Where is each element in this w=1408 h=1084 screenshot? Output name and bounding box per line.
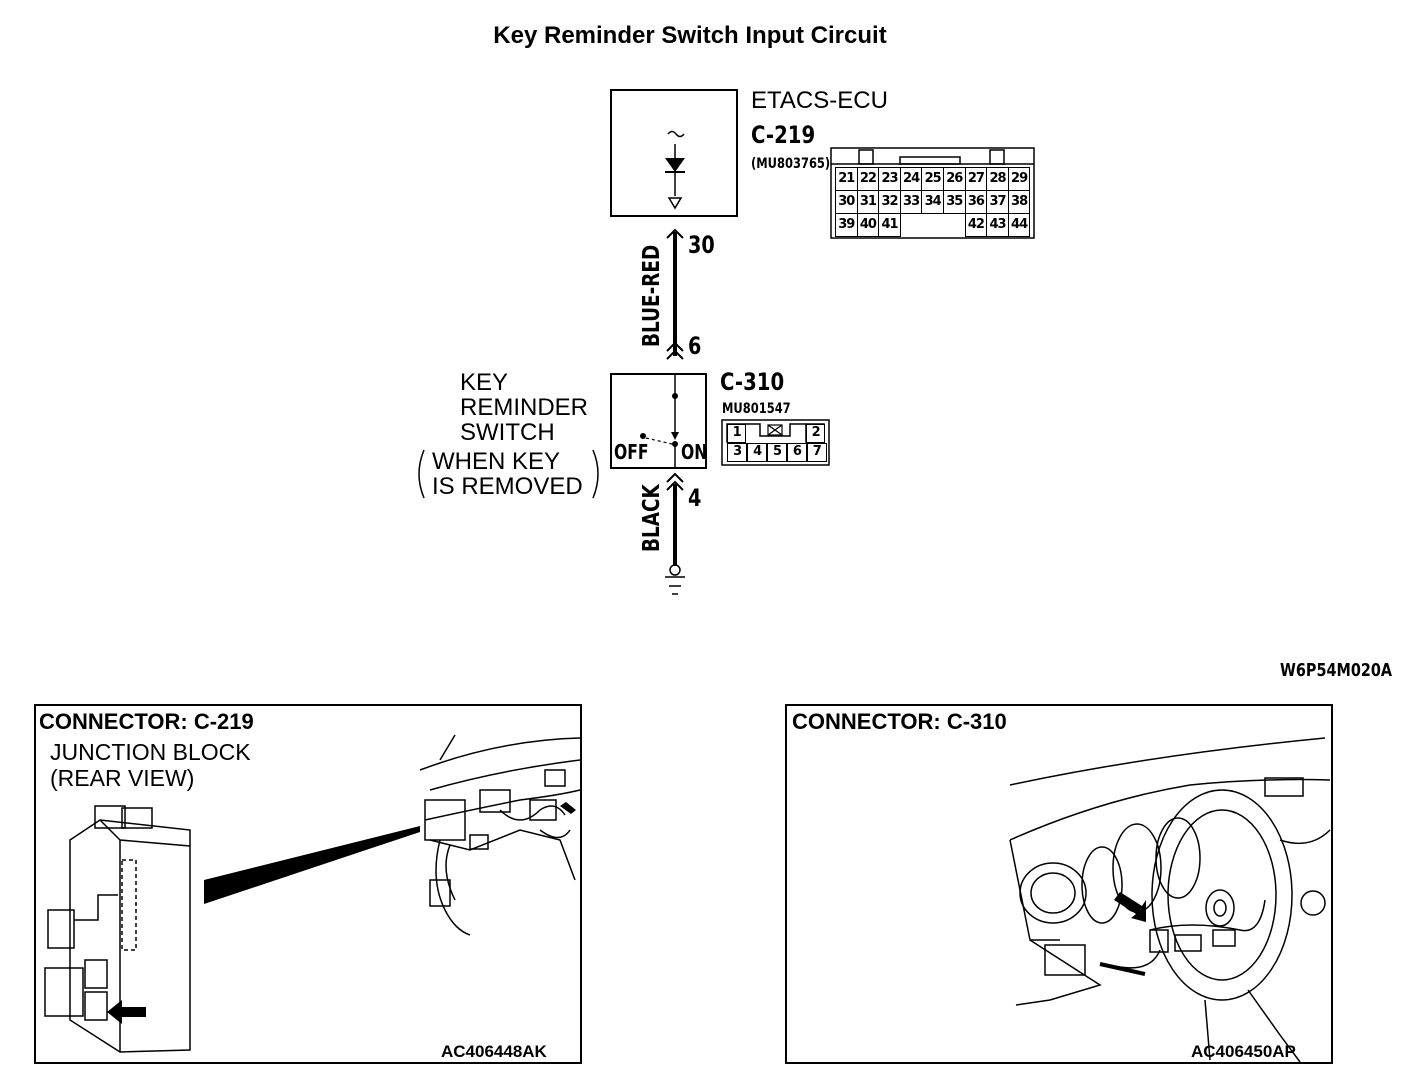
- panel-right-code: AC406450AP: [1191, 1042, 1296, 1061]
- panel-left-subtitle-line-1: JUNCTION BLOCK: [50, 739, 251, 765]
- switch-off-label: OFF: [614, 440, 649, 464]
- c310-pin-4: 4: [746, 443, 768, 462]
- wire-top-pin-ecu: 30: [688, 231, 715, 259]
- c219-pin-31: 31: [856, 190, 880, 214]
- c310-pin-5: 5: [766, 443, 788, 462]
- diagram-title: Key Reminder Switch Input Circuit: [493, 22, 887, 49]
- c219-pin-37: 37: [986, 190, 1009, 214]
- c219-pin-22: 22: [856, 167, 880, 191]
- panel-left-subtitle-line-2: (REAR VIEW): [50, 765, 195, 791]
- switch-name-line-2: REMINDER: [460, 394, 589, 421]
- c310-pin-6: 6: [786, 443, 808, 462]
- switch-arrow: [671, 432, 679, 440]
- c219-pin-38: 38: [1007, 190, 1031, 214]
- c219-connector-face: [830, 147, 1035, 239]
- harness-arrow: [560, 802, 576, 814]
- switch-contact-off: [640, 433, 646, 439]
- c219-pin-28: 28: [986, 167, 1009, 191]
- c219-pin-36: 36: [964, 190, 988, 214]
- panel-left-code: AC406448AK: [441, 1042, 547, 1061]
- switch-part-number: MU801547: [722, 401, 791, 417]
- condition-paren-left: [418, 449, 425, 499]
- wire-top-pin-switch: 6: [688, 332, 702, 360]
- c219-pin-21: 21: [835, 167, 858, 191]
- c219-location-arrow: [107, 1000, 146, 1024]
- wire-top-color: BLUE-RED: [639, 244, 665, 347]
- c310-pin-1: 1: [727, 424, 747, 443]
- ecu-diode-symbol: [665, 158, 685, 172]
- ecu-input-triangle: [667, 197, 683, 210]
- c219-pin-25: 25: [921, 167, 944, 191]
- c219-pin-29: 29: [1007, 167, 1031, 191]
- c219-pin-42: 42: [964, 213, 988, 237]
- c219-pin-35: 35: [943, 190, 966, 214]
- switch-connector-id: C-310: [720, 368, 785, 396]
- c219-pin-27: 27: [964, 167, 988, 191]
- switch-box: [610, 373, 707, 469]
- connector-mark-c310-top-b: [666, 349, 684, 360]
- switch-name-line-1: KEY: [460, 369, 509, 396]
- panel-left-frame: [34, 704, 582, 1064]
- c219-pin-24: 24: [899, 167, 923, 191]
- panel-right-title: CONNECTOR: C-310: [792, 709, 1007, 734]
- c310-pin-3: 3: [727, 443, 748, 462]
- c219-pin-26: 26: [943, 167, 966, 191]
- panel-left-title: CONNECTOR: C-219: [39, 709, 254, 734]
- condition-paren-right: [592, 449, 599, 499]
- switch-condition-line-2: IS REMOVED: [432, 473, 583, 500]
- panel-right-frame: [785, 704, 1333, 1064]
- ecu-name: ETACS-ECU: [751, 87, 888, 114]
- diagram-code: W6P54M020A: [1280, 660, 1393, 681]
- ecu-connector-id: C-219: [751, 121, 816, 149]
- switch-on-label: ON: [681, 440, 708, 464]
- connector-mark-c310-bot-a: [666, 472, 684, 483]
- c310-location-arrow: [1114, 892, 1146, 922]
- steering-column-illustration: [1009, 737, 1331, 1063]
- connector-mark-c219: [666, 228, 684, 239]
- c219-pin-43: 43: [986, 213, 1009, 237]
- ecu-box: [610, 89, 738, 217]
- wire-bottom-color: BLACK: [639, 484, 665, 552]
- c219-pin-44: 44: [1007, 213, 1031, 237]
- c219-pin-32: 32: [878, 190, 901, 214]
- switch-name-line-3: SWITCH: [460, 419, 555, 446]
- c219-pin-33: 33: [899, 190, 923, 214]
- c219-pin-30: 30: [835, 190, 858, 214]
- switch-dashed-link: [645, 437, 673, 445]
- c219-pin-34: 34: [921, 190, 944, 214]
- switch-condition-line-1: WHEN KEY: [432, 448, 561, 475]
- c310-pin-2: 2: [806, 424, 826, 443]
- connector-mark-c310-top-a: [666, 341, 684, 352]
- junction-block-illustration: [44, 805, 191, 1053]
- c310-wire-black: [1099, 962, 1146, 976]
- c219-pin-23: 23: [878, 167, 901, 191]
- c219-pin-40: 40: [856, 213, 880, 237]
- ground-point: [669, 564, 681, 576]
- dashboard-harness-illustration: [419, 734, 581, 936]
- wire-bottom-pin-switch: 4: [688, 484, 702, 512]
- ecu-tilde-symbol: [667, 130, 685, 138]
- c310-pin-7: 7: [806, 443, 827, 462]
- ecu-part-number: (MU803765): [751, 156, 831, 172]
- connector-mark-c310-bot-b: [666, 480, 684, 491]
- zoom-wedge: [204, 826, 420, 904]
- c219-pin-39: 39: [835, 213, 858, 237]
- c219-pin-41: 41: [878, 213, 901, 237]
